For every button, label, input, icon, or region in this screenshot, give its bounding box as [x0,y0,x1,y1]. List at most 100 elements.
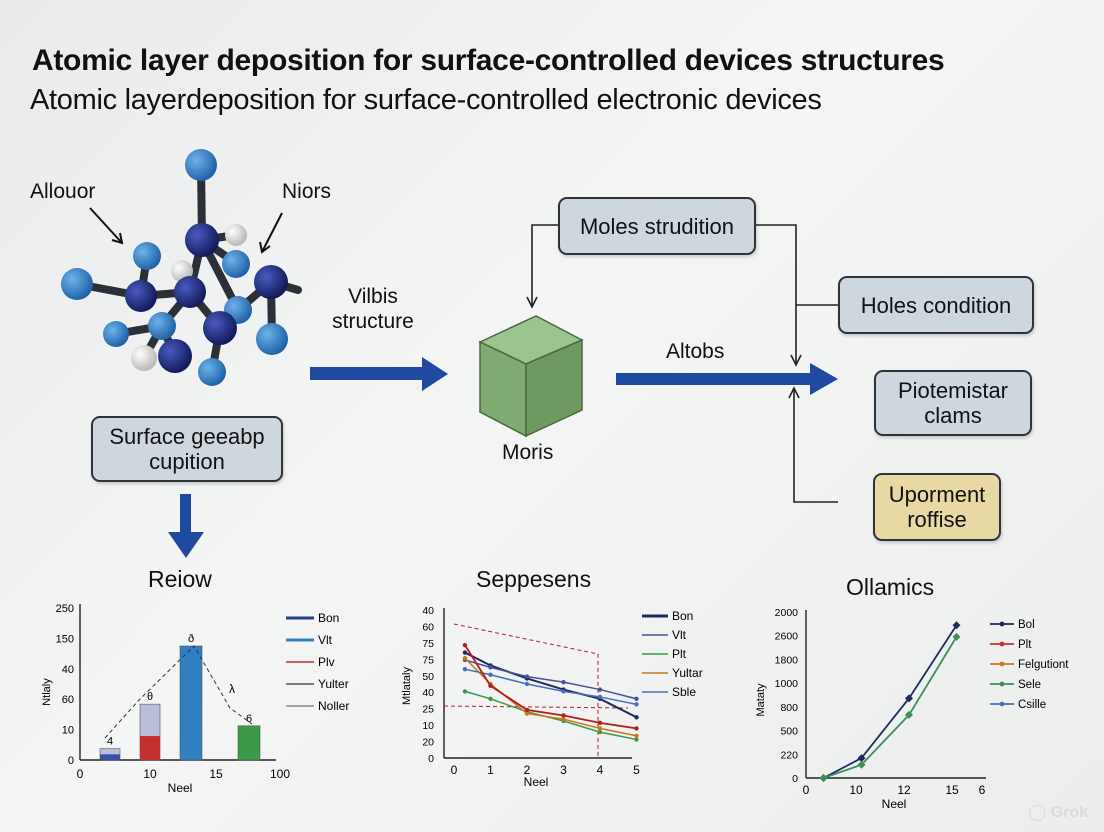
chart2-series-line-point [634,702,639,707]
chart2-series-line-point [634,715,639,720]
chart3-legend-marker [999,661,1005,667]
chart2-series-line-point [597,694,603,700]
chart2-series-line-point [462,655,468,661]
chart3-ytick: 800 [780,702,798,714]
uporment-line-2: roffise [907,507,967,532]
uporment-box: Uporment roffise [873,473,1001,541]
chart1-legend-label: Plv [318,655,335,669]
chart3-xtick: 6 [979,783,986,797]
chart3-ytick: 2600 [775,631,799,643]
chart2-ytick: 10 [422,720,434,732]
chart2-ytick: 75 [422,638,434,650]
chart1-bar [237,725,261,761]
sub-title: Atomic layerdeposition for surface-contr… [30,84,822,116]
chart2-series-line-point [634,737,639,742]
chart1-ytick: 40 [62,664,74,676]
chart2-series-line-point [488,672,493,677]
chart2-ylabel: Mtlataly [401,667,413,705]
chart3-legend-marker [999,681,1005,687]
chart2-series-line-point [488,696,493,701]
surface-box: Surface geeabp cupition [91,416,283,482]
surface-box-line-2: cupition [149,449,225,474]
chart1-bar-label: θ [147,691,153,703]
chart2-legend-label: Yultar [672,666,703,680]
chart3-series-line [823,636,958,779]
chart3-point [952,621,961,630]
chart2-series-line-point [561,689,566,694]
chart2-xtick: 3 [560,763,567,777]
chart2-series-line-point [561,679,566,685]
chart1-xtick: 100 [270,767,290,781]
molecule-label-left: Allouor [30,180,96,203]
piotemistar-box: Piotemistar clams [874,370,1032,436]
chart2-xlabel: Neel [524,775,549,789]
chart3-legend-label: Felgutiont [1018,659,1069,671]
chart2-red-series-point [561,713,566,718]
chart3-point [857,754,866,763]
chart1-xlabel: Neel [168,781,193,795]
chart1-ylabel: Ntlaly [41,678,53,706]
chart1-ytick: 0 [68,755,74,767]
right-arrow-icon [310,357,448,391]
chart3-legend-label: Sele [1018,679,1041,691]
cube-icon [478,315,584,438]
chart2-series-line-point [462,650,468,655]
molecule-label-right: Niors [282,180,332,203]
structure-arrow-label: Vilbis structure [318,284,428,334]
chart1-annotation: λ [229,682,235,696]
chart2-ytick: 75 [422,654,434,666]
chart3-legend-label: Plt [1018,639,1032,651]
chart2-xtick: 4 [597,763,604,777]
chart2-xtick: 0 [451,763,458,777]
chart1-legend-label: Yulter [318,677,349,691]
chart3-ytick: 0 [792,773,798,785]
chart2-title: Seppesens [476,566,592,592]
chart2-red-series-point [462,642,468,648]
cube-label: Moris [502,441,554,464]
chart3-point [952,632,961,641]
structure-arrow-label-line-2: structure [332,310,414,333]
chart2-series-line [464,668,637,706]
chart2-ytick: 40 [422,605,434,617]
chart2-xtick: 5 [633,763,640,777]
chart1-bar-segment [100,754,120,760]
chart2-xtick: 2 [524,763,531,777]
chart2-red-series-point [597,720,603,726]
main-title: Atomic layer deposition for surface-cont… [32,44,945,77]
chart2-legend-label: Bon [672,609,693,623]
chart2-red-series [464,644,637,730]
chart3-title: Ollamics [846,574,935,600]
flow-connectors [526,224,838,503]
molecule-illustration [61,149,302,386]
chart1-bar [179,645,203,761]
chart3-ytick: 2000 [775,607,799,619]
chart1-xtick: 0 [77,767,84,781]
chart2-ytick: 0 [428,753,434,765]
molecule-pointer-arrows [89,207,283,254]
chart2-red-dashed-guide [453,623,599,758]
chart1-bar-segment [140,736,160,760]
chart1-legend-label: Vlt [318,633,333,647]
chart2-red-series-point [488,683,493,689]
chart3-legend-marker [999,641,1005,647]
chart2-series-line-point [524,674,530,679]
grok-logo-icon: ◯ [1028,804,1047,821]
chart2-ytick: 25 [422,704,434,716]
holes-box: Holes condition [838,276,1034,334]
chart3-legend-marker [999,701,1005,707]
chart2-series-line-point [597,687,603,692]
chart2-legend-label: Plt [672,647,687,661]
chart2-series-line [464,659,637,700]
piotemistar-line-1: Piotemistar [897,378,1009,403]
chart2-series-line-point [488,665,493,670]
uporment-line-1: Uporment [888,482,986,507]
chart2-ytick: 20 [422,737,434,749]
chart2-series-line-point [597,726,603,731]
chart3-ytick: 1000 [775,678,799,690]
chart3-point [905,710,913,719]
structure-arrow-label-line-1: Vilbis [348,285,398,308]
molecule-atoms [61,149,288,386]
